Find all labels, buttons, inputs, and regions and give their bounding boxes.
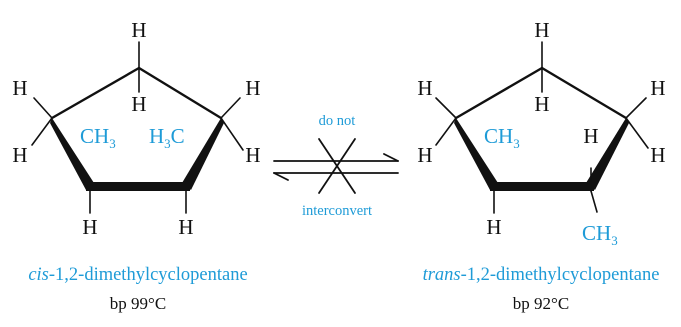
cis-molecule: H H H H H H H H CH3 H3C cis-1,2-dimethyl…	[12, 18, 260, 313]
trans-bond-top-left	[454, 66, 544, 120]
trans-methyl-inner: CH3	[484, 124, 520, 151]
trans-h-bottom-left: H	[486, 215, 501, 239]
cis-h-bottom-right: H	[178, 215, 193, 239]
do-not-label: do not	[319, 113, 356, 129]
trans-name: trans-1,2-dimethylcyclopentane	[423, 265, 660, 285]
trans-wedge-right	[586, 118, 629, 190]
trans-h-right-upper: H	[650, 76, 665, 100]
trans-ring	[454, 66, 628, 120]
trans-molecule: H H H H H H H H CH3 CH3 trans-1,2-dimeth…	[417, 18, 665, 313]
trans-bold-front-bond	[490, 182, 594, 191]
cis-ring	[50, 66, 223, 120]
cis-bold-front-bond	[86, 182, 190, 191]
cis-wedge-right	[182, 118, 224, 190]
cis-bond-top-right	[137, 66, 223, 120]
cis-h-right-upper: H	[245, 76, 260, 100]
trans-h-left-lower: H	[417, 143, 432, 167]
cis-wedge-left	[50, 118, 94, 190]
trans-h-right-lower: H	[650, 143, 665, 167]
cis-h-bottom-left: H	[82, 215, 97, 239]
reverse-arrow-head	[273, 172, 289, 181]
cis-h-left-lower: H	[12, 143, 27, 167]
trans-h-inner-right: H	[583, 124, 598, 148]
trans-boiling-point: bp 92°C	[513, 294, 569, 313]
equilibrium-arrows: do not interconvert	[273, 113, 399, 219]
cis-h-top: H	[131, 18, 146, 42]
trans-h-top: H	[534, 18, 549, 42]
interconvert-label: interconvert	[302, 203, 372, 219]
cis-boiling-point: bp 99°C	[110, 294, 166, 313]
trans-methyl-bottom: CH3	[582, 221, 618, 248]
cis-h-bonds	[31, 41, 244, 214]
cis-bond-top-left	[50, 66, 141, 120]
trans-h-top-inner: H	[534, 92, 549, 116]
cis-h-left-upper: H	[12, 76, 27, 100]
cross-line-b	[318, 138, 356, 194]
cis-h-top-inner: H	[131, 92, 146, 116]
trans-bond-top-right	[540, 66, 628, 120]
forward-arrow-head	[383, 153, 399, 162]
cis-h-right-lower: H	[245, 143, 260, 167]
trans-h-bonds	[435, 41, 649, 214]
cis-name: cis-1,2-dimethylcyclopentane	[28, 265, 247, 285]
trans-h-left-upper: H	[417, 76, 432, 100]
cis-methyl-right: H3C	[149, 124, 185, 151]
trans-wedge-left	[454, 118, 498, 190]
cis-methyl-left: CH3	[80, 124, 116, 151]
